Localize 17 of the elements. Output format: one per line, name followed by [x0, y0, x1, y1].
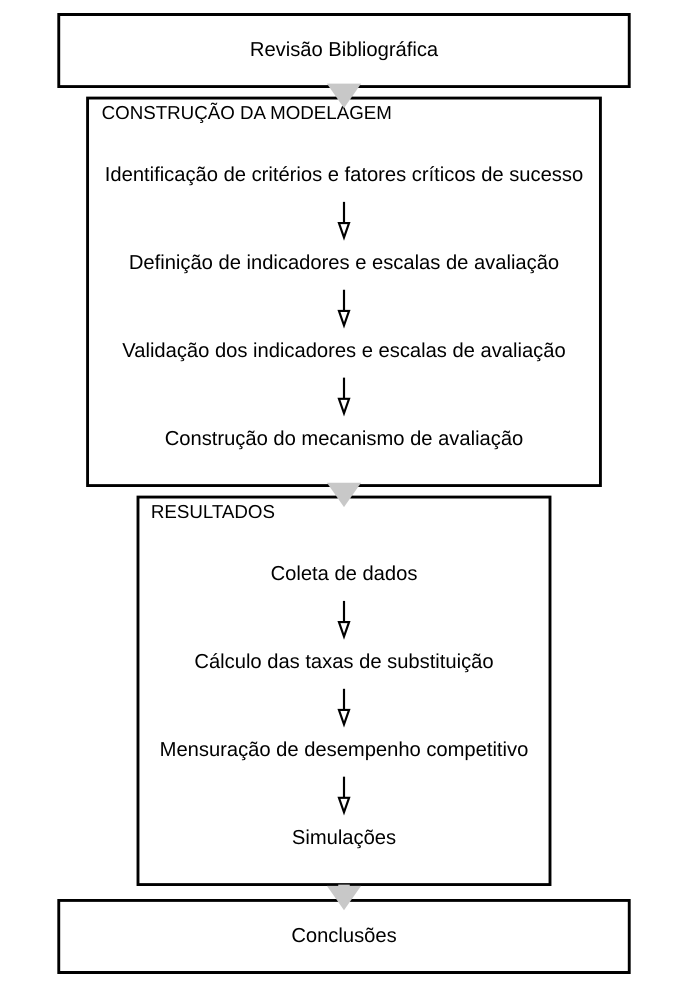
node-text: Construção do mecanismo de avaliação [164, 428, 523, 450]
arrow [336, 378, 350, 416]
node-text: Coleta de dados [270, 563, 417, 586]
arrow [336, 202, 350, 241]
arrow [336, 290, 350, 329]
node-box: Conclusões [56, 899, 630, 974]
arrow [336, 600, 350, 640]
arrow [326, 84, 361, 108]
arrow [326, 482, 361, 508]
arrow [336, 776, 350, 816]
node-text: Validação dos indicadores e escalas de avaliação [122, 340, 566, 362]
node-text: Definição de indicadores e escalas de avaliação [128, 252, 559, 274]
arrow [336, 688, 350, 728]
node-text: Cálculo das taxas de substituição [194, 651, 494, 674]
node-text: Mensuração de desempenho competitivo [159, 738, 528, 761]
node-text: Identificação de critérios e fatores críticos de sucesso [104, 164, 583, 186]
node-text: Simulações [291, 826, 396, 849]
